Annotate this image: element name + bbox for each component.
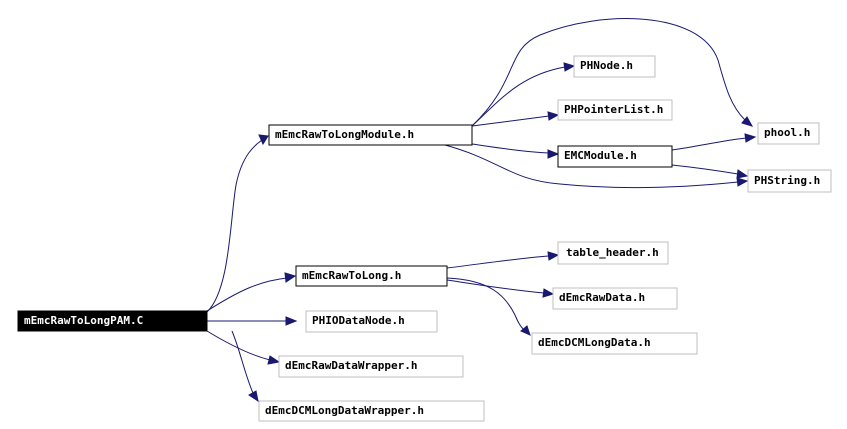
node-label: PHPointerList.h xyxy=(564,103,663,116)
node-label: table_header.h xyxy=(566,246,659,259)
edge-module-to-emcmodule xyxy=(471,143,550,154)
node-label: EMCModule.h xyxy=(564,149,637,162)
arrowhead xyxy=(547,251,560,261)
edge-rawtolong-to-rawdata xyxy=(446,279,545,294)
node-label: phool.h xyxy=(764,126,810,139)
node-phnode-header[interactable]: PHNode.h xyxy=(573,55,656,78)
edge-module-to-phstring xyxy=(444,144,739,189)
arrowhead xyxy=(267,355,281,365)
node-rawtolong-header[interactable]: mEmcRawToLong.h xyxy=(295,265,448,287)
arrowhead xyxy=(248,390,259,403)
dependency-edges xyxy=(206,18,757,403)
arrowhead xyxy=(547,149,560,159)
node-tableheader-header[interactable]: table_header.h xyxy=(557,241,669,265)
node-label: PHString.h xyxy=(754,174,820,187)
node-label: mEmcRawToLongModule.h xyxy=(275,128,414,141)
node-label: dEmcDCMLongData.h xyxy=(538,336,651,349)
node-rawdata-header[interactable]: dEmcRawData.h xyxy=(552,287,678,310)
arrowhead xyxy=(563,62,576,72)
edge-rawtolong-to-tableheader xyxy=(446,255,550,269)
arrowhead xyxy=(520,325,531,336)
arrowhead xyxy=(285,316,298,326)
node-rawdatawrapper-header[interactable]: dEmcRawDataWrapper.h xyxy=(278,355,464,378)
arrowhead xyxy=(736,177,749,187)
arrowhead xyxy=(736,169,749,179)
edge-root-to-dcmlongdatawrapper xyxy=(231,330,254,394)
node-label: PHIODataNode.h xyxy=(312,314,405,327)
node-phstring-header[interactable]: PHString.h xyxy=(747,169,832,193)
node-phpointerlist-header[interactable]: PHPointerList.h xyxy=(557,99,673,121)
node-phiodatanode-header[interactable]: PHIODataNode.h xyxy=(305,310,438,333)
node-module-header[interactable]: mEmcRawToLongModule.h xyxy=(268,124,473,146)
edge-emcmodule-to-phstring xyxy=(671,164,739,175)
edge-emcmodule-to-phool xyxy=(671,137,747,151)
file-nodes: mEmcRawToLongPAM.C mEmcRawToLongModule.h… xyxy=(17,55,832,422)
node-label: mEmcRawToLong.h xyxy=(302,269,401,282)
arrowhead xyxy=(744,133,757,143)
edge-module-to-phool xyxy=(471,18,746,127)
edge-root-to-module xyxy=(206,139,263,313)
arrowhead xyxy=(284,272,297,283)
node-label: PHNode.h xyxy=(580,59,633,72)
edge-module-to-phpointerlist xyxy=(471,115,550,127)
edge-root-to-rawtolong xyxy=(206,277,288,312)
node-phool-header[interactable]: phool.h xyxy=(757,122,820,145)
arrowhead xyxy=(542,288,555,298)
node-label: dEmcDCMLongDataWrapper.h xyxy=(265,404,424,417)
node-emcmodule-header[interactable]: EMCModule.h xyxy=(557,145,673,168)
arrowhead xyxy=(258,134,269,146)
arrowhead xyxy=(741,116,754,127)
edge-root-to-rawdatawrapper xyxy=(206,330,271,361)
node-label: dEmcRawDataWrapper.h xyxy=(285,359,417,372)
node-label: mEmcRawToLongPAM.C xyxy=(24,314,143,327)
edge-rawtolong-to-dcmlongdata xyxy=(446,277,525,331)
node-root-file[interactable]: mEmcRawToLongPAM.C xyxy=(17,310,208,332)
node-label: dEmcRawData.h xyxy=(559,291,645,304)
node-dcmlongdatawrapper-header[interactable]: dEmcDCMLongDataWrapper.h xyxy=(258,400,485,422)
node-dcmlongdata-header[interactable]: dEmcDCMLongData.h xyxy=(531,332,698,355)
arrowhead xyxy=(547,111,560,121)
